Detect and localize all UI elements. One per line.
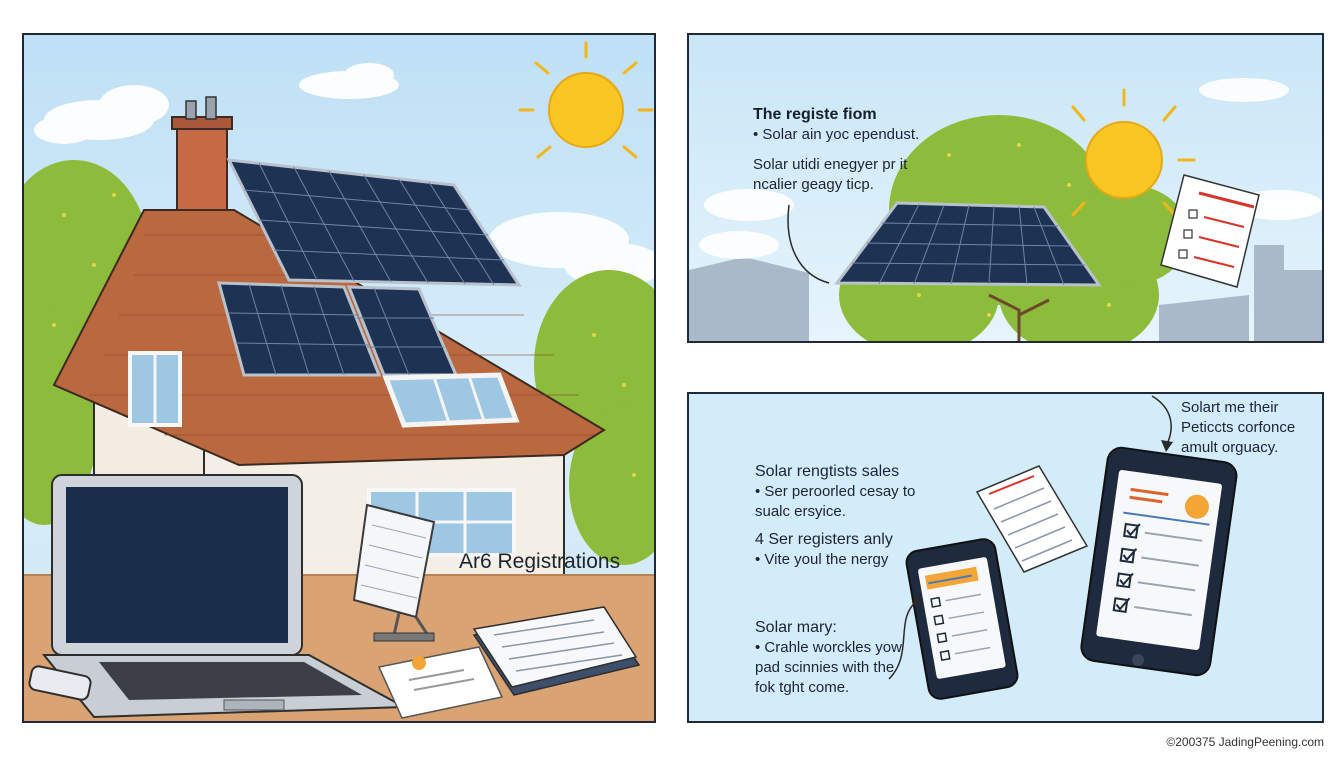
register-caption: The registe fiom • Solar ain yoc ependus… [753, 105, 919, 145]
sun-icon [1071, 88, 1196, 217]
house-scene [24, 41, 654, 721]
apps-callout-line3: amult orguacy. [1181, 439, 1279, 456]
apps-block-1-heading: Solar rengtists sales [755, 463, 900, 480]
apps-block-3: Solar mary: • Crahle worckles yow pad sc… [755, 618, 902, 698]
document-icon [377, 646, 504, 719]
apps-callout: Solart me their Peticcts corfonce amult … [1181, 398, 1295, 458]
solar-panel-icon [834, 201, 1102, 287]
apps-block-3-line3: fok tght come. [755, 679, 850, 696]
footer-credit: ©200375 JadingPeening.com [1166, 735, 1324, 749]
cloud-icon [34, 85, 169, 144]
cloud-icon [299, 63, 399, 99]
checklist-icon [930, 593, 991, 661]
house-label: Ar6 Registrations [459, 550, 621, 573]
register-note-line2: ncalier geagy ticp. [753, 176, 874, 193]
apps-block-3-line1: • Crahle worckles yow [755, 639, 902, 656]
apps-scene [888, 395, 1238, 700]
apps-block-2: 4 Ser registers anly • Vite youl the ner… [755, 530, 893, 570]
checklist-icon [1112, 522, 1203, 617]
apps-block-2-line1: • Vite youl the nergy [755, 551, 889, 568]
apps-block-1: Solar rengtists sales • Ser peroorled ce… [755, 462, 915, 522]
apps-callout-line2: Peticcts corfonce [1181, 419, 1296, 436]
apps-block-3-heading: Solar mary: [755, 619, 837, 636]
solar-panel-icon [352, 503, 436, 642]
apps-block-1-line2: sualc ersyice. [755, 503, 846, 520]
apps-block-2-heading: 4 Ser registers anly [755, 531, 893, 548]
apps-block-3-line2: pad scinnies with the [755, 659, 895, 676]
smartphone-icon [905, 538, 1019, 700]
register-note-line1: Solar utidi enegyer pr it [753, 156, 908, 173]
register-scene [689, 78, 1322, 341]
document-icon [975, 465, 1089, 573]
house-illustration-panel: Ar6 Registrations [22, 33, 656, 723]
smartphone-icon [28, 665, 92, 701]
solar-apps-panel: Solart me their Peticcts corfonce amult … [687, 392, 1324, 723]
solar-register-panel: The registe fiom • Solar ain yoc ependus… [687, 33, 1324, 343]
apps-callout-line1: Solart me their [1181, 399, 1279, 416]
document-icon [472, 606, 641, 696]
register-note: Solar utidi enegyer pr it ncalier geagy … [753, 155, 907, 195]
checklist-icon [1160, 174, 1260, 288]
sun-icon [518, 41, 654, 159]
smartphone-icon [1080, 446, 1238, 677]
register-bullet: • Solar ain yoc ependust. [753, 126, 920, 143]
solar-panel-icon [217, 158, 522, 377]
register-heading: The registe fiom [753, 106, 877, 123]
apps-block-1-line1: • Ser peroorled cesay to [755, 483, 916, 500]
